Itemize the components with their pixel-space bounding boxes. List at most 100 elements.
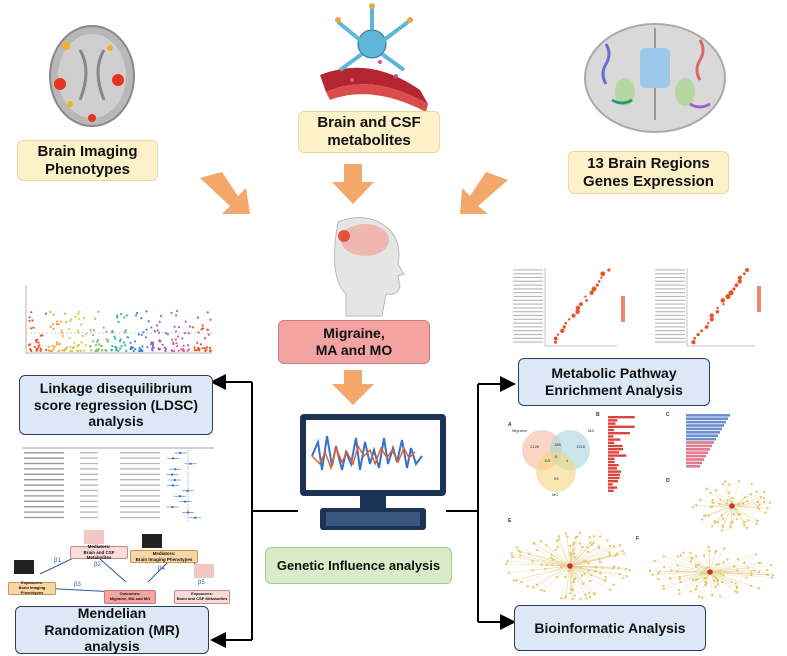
network-f-node bbox=[715, 549, 718, 553]
bar-c-bar bbox=[686, 454, 706, 458]
forest-row-text bbox=[24, 500, 64, 502]
forest-row-text bbox=[80, 489, 98, 492]
network-e-node bbox=[569, 544, 572, 548]
manhattan-dot bbox=[182, 344, 185, 347]
network-e-node bbox=[532, 542, 536, 545]
network-e-node bbox=[520, 580, 523, 584]
network-f-node bbox=[710, 594, 714, 597]
manhattan-dot bbox=[31, 319, 34, 322]
manhattan-dot bbox=[188, 325, 191, 328]
network-e-node bbox=[625, 575, 629, 578]
network-e-node bbox=[573, 594, 576, 597]
network-f-node bbox=[679, 580, 682, 584]
manhattan-dot bbox=[29, 327, 33, 330]
beta2-label: β2 bbox=[94, 562, 101, 568]
network-f-node bbox=[691, 578, 695, 582]
network-d-edge bbox=[722, 483, 733, 507]
enrichment-label bbox=[655, 276, 685, 279]
bar-c-bar bbox=[686, 420, 726, 424]
bar-c-bar bbox=[686, 451, 708, 454]
manhattan-dot bbox=[156, 329, 159, 332]
forest-point bbox=[172, 457, 175, 460]
mediators1-sub: Brain and CSF Metabolites bbox=[83, 549, 115, 561]
manhattan-dot bbox=[111, 331, 114, 334]
network-e-edge bbox=[536, 565, 571, 586]
network-e-edge bbox=[557, 546, 571, 567]
forest-row-text bbox=[120, 462, 160, 465]
forest-row-text bbox=[24, 489, 64, 492]
network-d-node bbox=[757, 507, 761, 510]
network-f-node bbox=[714, 577, 718, 580]
manhattan-dot bbox=[55, 341, 58, 344]
manhattan-dot bbox=[203, 347, 206, 350]
network-e-node bbox=[517, 549, 520, 552]
manhattan-dot bbox=[92, 329, 96, 332]
network-e-node bbox=[512, 579, 516, 582]
venn-value-7: 59 bbox=[554, 476, 559, 481]
metabolic-line1: Metabolic Pathway bbox=[551, 365, 677, 382]
enrichment-dot bbox=[560, 328, 565, 334]
network-e-edge bbox=[569, 565, 581, 600]
network-d-node bbox=[768, 501, 772, 504]
network-d-edge bbox=[715, 490, 733, 507]
manhattan-dot bbox=[49, 325, 52, 329]
network-e-node bbox=[510, 555, 514, 559]
manhattan-dot bbox=[201, 327, 205, 330]
beta1-label: β1 bbox=[54, 558, 61, 564]
bar-c-bar bbox=[686, 424, 724, 427]
manhattan-dot bbox=[163, 346, 166, 349]
right-connector bbox=[446, 376, 516, 630]
manhattan-dot bbox=[145, 328, 148, 331]
bar-b-bar bbox=[608, 467, 618, 470]
brain-imaging-line2: Phenotypes bbox=[44, 160, 131, 178]
manhattan-dot bbox=[150, 341, 153, 344]
network-e-node bbox=[545, 544, 548, 547]
network-d-node bbox=[755, 490, 758, 493]
metabolites-line2: metabolites bbox=[327, 132, 411, 149]
network-e-edge bbox=[569, 555, 610, 567]
network-f-edge bbox=[658, 571, 711, 580]
network-f-node bbox=[662, 587, 666, 590]
manhattan-dot bbox=[186, 344, 190, 347]
network-f-node bbox=[750, 584, 753, 588]
forest-row-text bbox=[24, 506, 64, 508]
manhattan-dot bbox=[76, 312, 79, 315]
network-f-edge bbox=[709, 571, 752, 576]
forest-row-text bbox=[24, 495, 64, 497]
bar-b-bar bbox=[608, 425, 635, 428]
network-f-node bbox=[676, 555, 680, 558]
enrichment-label bbox=[513, 330, 543, 332]
network-f-edge bbox=[709, 550, 717, 573]
panel-letter-f: F bbox=[636, 536, 640, 542]
network-e-node bbox=[599, 561, 602, 564]
manhattan-dot bbox=[181, 337, 184, 340]
network-e-node bbox=[536, 548, 539, 552]
network-f-edge bbox=[699, 571, 711, 597]
network-f-node bbox=[689, 560, 692, 563]
manhattan-dot bbox=[69, 349, 72, 352]
network-e-node bbox=[555, 575, 559, 579]
manhattan-dot bbox=[76, 345, 79, 348]
network-f-node bbox=[695, 554, 698, 558]
network-f-node bbox=[754, 553, 757, 556]
beta4-label: β4 bbox=[158, 566, 165, 572]
metabolic-line2: Enrichment Analysis bbox=[545, 382, 683, 398]
network-e-node bbox=[531, 559, 534, 563]
network-f-edge bbox=[709, 571, 737, 587]
network-d-node bbox=[716, 521, 720, 524]
network-f-node bbox=[757, 561, 761, 565]
manhattan-dot bbox=[186, 349, 189, 352]
manhattan-dot bbox=[77, 343, 81, 347]
bar-b-bar bbox=[608, 448, 624, 451]
network-e-node bbox=[588, 595, 592, 599]
enrichment-label bbox=[513, 318, 543, 320]
mediators2-box: Mediators: Brain Imaging Phenotypes bbox=[130, 550, 198, 563]
forest-row-text bbox=[120, 495, 160, 497]
manhattan-dot bbox=[140, 349, 143, 352]
mr-line3: analysis bbox=[84, 638, 140, 655]
forest-row-text bbox=[24, 468, 64, 470]
forest-svg bbox=[22, 447, 214, 522]
enrichment-label bbox=[655, 307, 685, 309]
manhattan-dot bbox=[81, 334, 84, 338]
